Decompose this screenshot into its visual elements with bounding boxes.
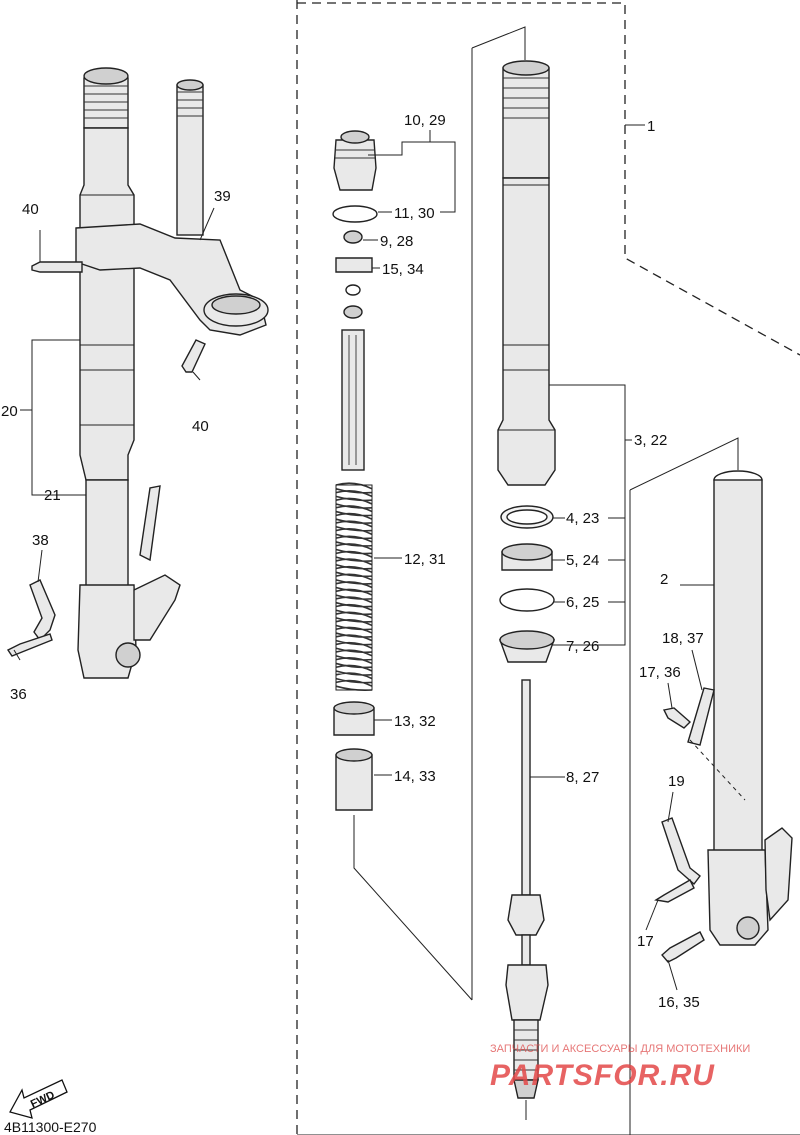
damper-piston — [507, 894, 545, 936]
label-20: 20 — [1, 403, 18, 420]
label-6-25: 6, 25 — [566, 594, 599, 611]
cap-bolt — [333, 139, 377, 191]
o-ring — [332, 205, 378, 223]
fork-spring — [335, 482, 373, 692]
label-40-upper: 40 — [22, 201, 39, 218]
lock-nut — [343, 230, 363, 244]
slide-sleeve — [335, 754, 373, 811]
fork-cap — [83, 67, 129, 85]
watermark-tagline: ЗАПЧАСТИ И АКСЕССУАРЫ ДЛЯ МОТОТЕХНИКИ — [490, 1043, 750, 1055]
label-16-35: 16, 35 — [658, 994, 700, 1011]
guide-arm — [139, 485, 161, 562]
dashed-boundary-top — [297, 2, 800, 356]
guide-arm-18 — [687, 687, 715, 746]
label-40-lower: 40 — [192, 418, 209, 435]
bolt-36 — [6, 633, 53, 657]
label-2: 2 — [660, 571, 668, 588]
inner-tube-assembly — [629, 437, 793, 1135]
label-38: 38 — [32, 532, 49, 549]
outer-tube-1 — [497, 177, 556, 486]
label-3-22: 3, 22 — [634, 432, 667, 449]
bolt-40-lower — [181, 339, 206, 373]
bolt-40-upper — [31, 261, 83, 273]
label-17: 17 — [637, 933, 654, 950]
outer-tube-thread — [502, 67, 550, 179]
caliper-mount — [133, 574, 181, 641]
spring-collar — [335, 257, 373, 273]
label-7-26: 7, 26 — [566, 638, 599, 655]
label-11-30: 11, 30 — [394, 205, 435, 222]
label-13-32: 13, 32 — [394, 713, 436, 730]
label-12-31: 12, 31 — [404, 551, 446, 568]
inner-tube — [85, 479, 129, 591]
spacer-pipe — [341, 329, 365, 471]
label-4-23: 4, 23 — [566, 510, 599, 527]
inner-tube-2 — [713, 479, 763, 856]
fork-spring-outline — [335, 484, 373, 691]
fwd-label: FWD — [29, 1089, 57, 1110]
diagram-code: 4B11300-E270 — [4, 1119, 97, 1135]
adjuster-arm-19 — [661, 817, 701, 886]
axle-hole — [115, 642, 141, 668]
bolt-16-35 — [661, 931, 705, 963]
label-21: 21 — [44, 487, 61, 504]
outer-tube — [79, 127, 135, 481]
bolt-17 — [654, 879, 695, 903]
label-15-34: 15, 34 — [382, 261, 424, 278]
label-1: 1 — [647, 118, 655, 135]
outer-tube-top-thread — [83, 77, 129, 129]
adjuster-arm — [29, 579, 56, 642]
damper-rod — [521, 679, 531, 896]
oil-seal-clip — [499, 588, 555, 612]
caliper-mount-2 — [764, 827, 793, 922]
steering-stem — [176, 84, 204, 236]
fwd-arrow-icon: FWD — [9, 1079, 68, 1119]
label-17-36: 17, 36 — [639, 664, 681, 681]
label-19: 19 — [668, 773, 685, 790]
label-18-37: 18, 37 — [662, 630, 704, 647]
label-39: 39 — [214, 188, 231, 205]
label-14-33: 14, 33 — [394, 768, 436, 785]
assembled-fork — [6, 67, 269, 679]
label-36: 36 — [10, 686, 27, 703]
label-9-28: 9, 28 — [380, 233, 413, 250]
bolt-17-36 — [662, 707, 692, 729]
label-5-24: 5, 24 — [566, 552, 599, 569]
internal-components — [332, 26, 526, 1001]
label-10-29: 10, 29 — [404, 112, 446, 129]
label-8-27: 8, 27 — [566, 769, 599, 786]
watermark-brand: PARTSFOR.RU — [490, 1059, 715, 1092]
damper-base — [505, 964, 549, 1021]
outer-tube-assembly — [297, 60, 800, 1135]
